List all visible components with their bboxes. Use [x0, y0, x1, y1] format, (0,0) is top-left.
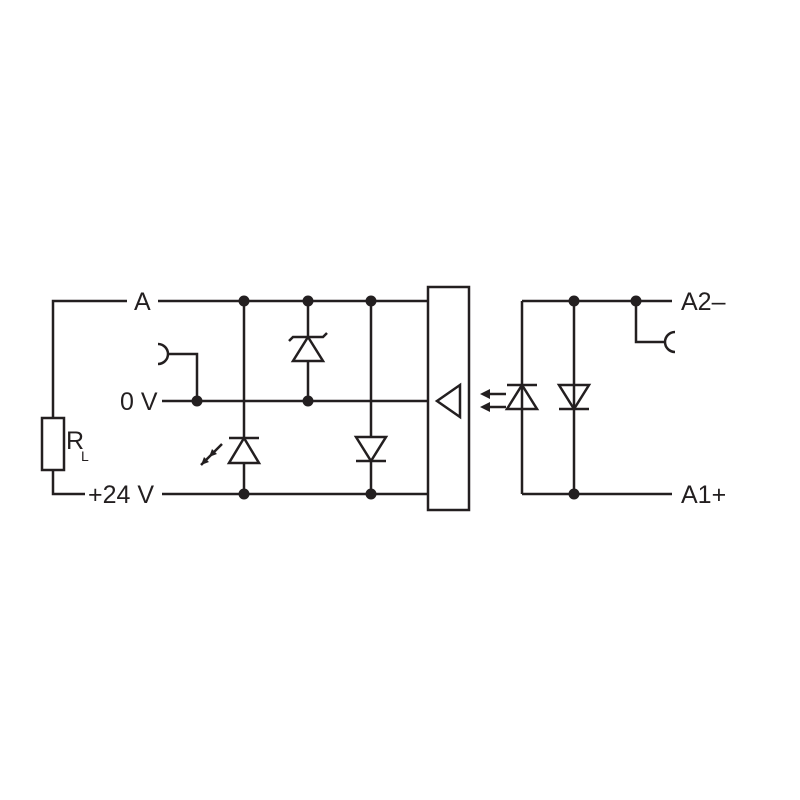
label-a1: A1+ — [681, 481, 726, 509]
junction-dots — [191, 295, 642, 500]
socket-a2 — [634, 301, 676, 354]
led-branch — [200, 301, 262, 494]
label-rl-subscript: L — [81, 448, 89, 464]
input-circuit — [504, 299, 672, 496]
optocoupler-block — [426, 285, 471, 512]
socket-0v — [157, 342, 199, 401]
zener-diode — [288, 301, 328, 401]
optical-arrows-icon — [480, 389, 506, 412]
label-a: A — [134, 288, 151, 316]
label-rl: R — [66, 427, 84, 455]
label-24v: +24 V — [88, 481, 154, 509]
protection-diode — [353, 301, 389, 494]
label-a2: A2– — [681, 288, 726, 316]
load-resistor — [40, 299, 127, 496]
label-0v: 0 V — [120, 388, 158, 416]
